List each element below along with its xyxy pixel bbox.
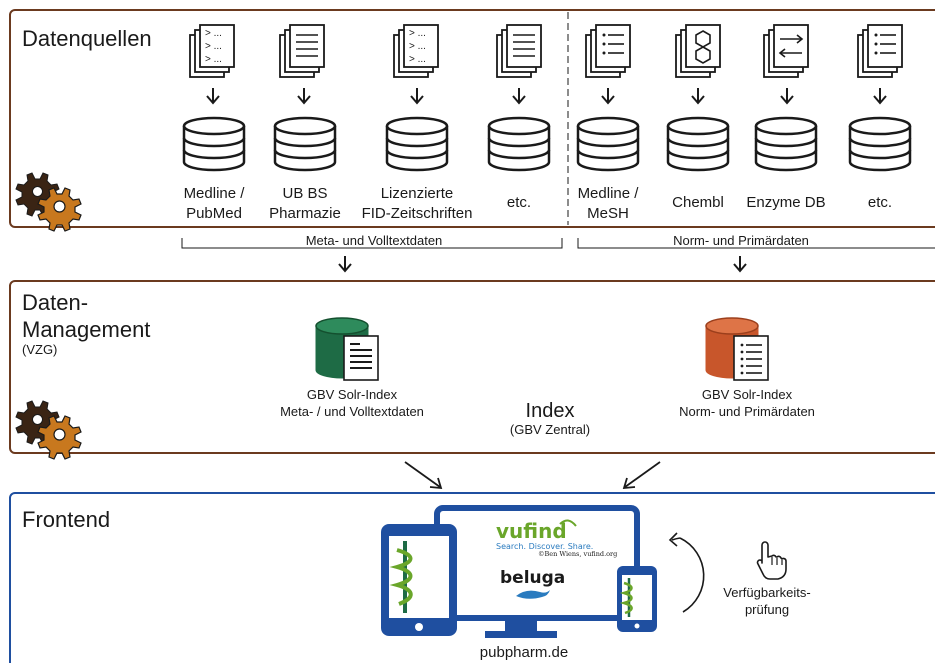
svg-text:> ...: > ... [205,28,222,39]
lines-doc-icon [279,24,325,78]
molecule-doc-icon [675,24,721,78]
source-medline-pubmed: > ... > ... > ... Medline / PubMed [182,24,246,222]
list-doc-icon [857,24,903,78]
svg-text:> ...: > ... [409,28,426,39]
index-center-subtitle: (GBV Zentral) [510,422,590,437]
terminal-doc-icon: > ... > ... > ... [393,24,439,78]
index-meta: GBV Solr-Index Meta- / und Volltextdaten [280,317,424,419]
source-label-line2: FID-Zeitschriften [362,205,473,222]
index-norm-line1: GBV Solr-Index [702,387,793,402]
source-fid-zeitschriften: > ... > ... > ... Lizenzierte FID-Zeitsc… [362,24,473,222]
arrow-down-icon [733,255,747,272]
management-title-line1: Daten- [22,290,88,315]
norm-group-label: Norm- und Primärdaten [673,233,809,248]
database-icon [182,116,246,172]
beluga-logo: beluga [500,568,565,599]
whale-icon [516,590,550,599]
index-meta-line2: Meta- / und Volltextdaten [280,404,424,419]
arrow-down-icon [338,255,352,272]
site-label: pubpharm.de [480,644,568,661]
source-etc-left: etc. [487,24,551,211]
source-label-line1: Chembl [672,194,724,211]
source-ub-bs-pharmazie: UB BS Pharmazie [269,24,341,222]
caduceus-icon [619,578,633,617]
database-icon [754,116,818,172]
arrow-diagonal-icon [622,461,661,490]
database-icon [666,116,730,172]
source-label-line1: etc. [868,194,892,211]
caduceus-icon [389,541,413,613]
vufind-credit: ©Ben Wiens, vufind.org [538,550,617,558]
database-icon [576,116,640,172]
green-database-icon [315,317,379,381]
vufind-logo: vufind Search. Discover. Share. ©Ben Wie… [496,519,617,558]
vufind-tagline: Search. Discover. Share. [496,542,593,551]
frontend-title: Frontend [22,507,110,532]
sources-title: Datenquellen [22,26,152,51]
source-label-line1: Medline / [578,185,640,202]
index-norm-line2: Norm- und Primärdaten [679,404,815,419]
orange-database-icon [705,317,769,381]
database-icon [487,116,551,172]
refresh-arrow-icon [668,532,705,613]
management-subtitle: (VZG) [22,342,57,357]
availability-line1: Verfügbarkeits- [723,585,810,600]
meta-group-label: Meta- und Volltextdaten [306,233,443,248]
vufind-logo-text: vufind [496,519,567,543]
hand-pointer-icon [756,541,787,580]
management-title-line2: Management [22,317,150,342]
meta-group-bracket: Meta- und Volltextdaten [181,231,563,272]
source-label-line2: Pharmazie [269,205,341,222]
management-section [9,280,935,454]
source-label-line2: PubMed [186,205,242,222]
database-icon [848,116,912,172]
source-etc-right: etc. [848,24,912,211]
list-doc-icon [585,24,631,78]
svg-text:> ...: > ... [205,54,222,65]
svg-text:> ...: > ... [409,41,426,52]
index-meta-line1: GBV Solr-Index [307,387,398,402]
index-norm: GBV Solr-Index Norm- und Primärdaten [679,317,815,419]
terminal-doc-icon: > ... > ... > ... [189,24,235,78]
source-label-line1: Enzyme DB [746,194,825,211]
database-icon [273,116,337,172]
source-label-line1: UB BS [282,185,327,202]
source-chembl: Chembl [666,24,730,211]
source-label-line1: Lizenzierte [381,185,454,202]
arrow-diagonal-icon [404,461,443,490]
lines-doc-icon [496,24,542,78]
availability-line2: prüfung [745,602,789,617]
tablet-device [381,524,457,636]
source-label-line1: etc. [507,194,531,211]
phone-device [617,566,657,632]
svg-text:> ...: > ... [205,41,222,52]
source-enzyme-db: Enzyme DB [746,24,826,211]
source-label-line1: Medline / [184,185,246,202]
norm-group-bracket: Norm- und Primärdaten [577,231,935,272]
source-medline-mesh: Medline / MeSH [576,24,640,222]
arrows-doc-icon [763,24,809,78]
source-label-line2: MeSH [587,205,629,222]
beluga-logo-text: beluga [500,568,565,588]
database-icon [385,116,449,172]
index-center-title: Index [526,400,575,422]
svg-text:> ...: > ... [409,54,426,65]
